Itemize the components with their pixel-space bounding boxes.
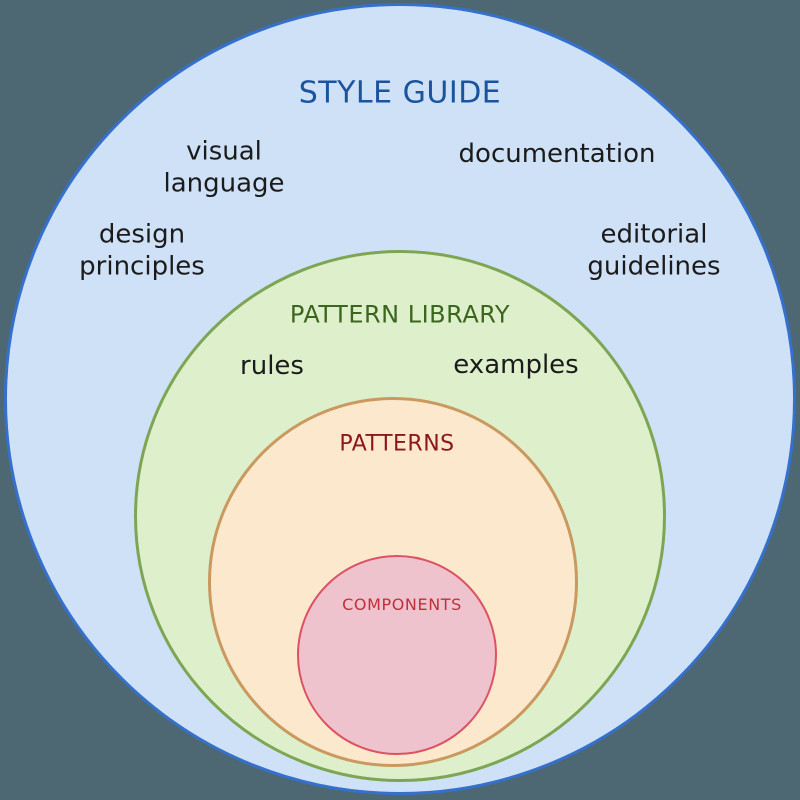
label-editorial-guidelines: editorial guidelines [587,219,721,281]
pattern-library-title: PATTERN LIBRARY [289,300,511,329]
label-design-principles: design principles [79,219,205,281]
components-title: COMPONENTS [342,595,462,615]
patterns-title: PATTERNS [339,431,455,457]
style-guide-title: STYLE GUIDE [298,75,502,111]
label-examples: examples [453,350,579,381]
label-visual-language: visual language [163,136,285,198]
components-circle [297,555,497,755]
label-documentation: documentation [458,139,656,170]
label-rules: rules [240,351,304,382]
